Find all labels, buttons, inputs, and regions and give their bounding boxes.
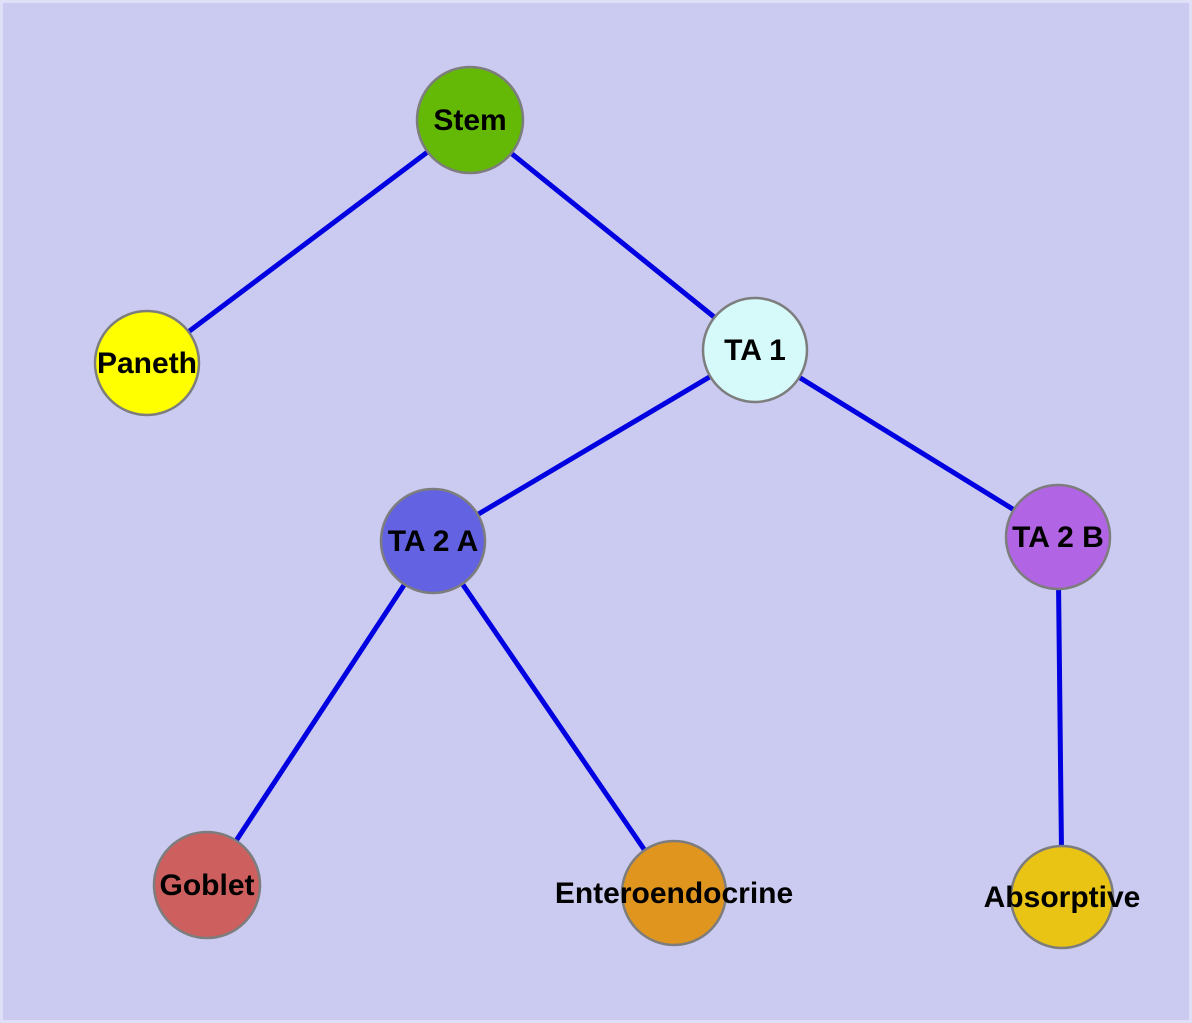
node-ta2a-circle [379,487,487,595]
node-absorptive-circle [1009,844,1115,950]
lineage-diagram: Stem Paneth TA 1 TA 2 A TA 2 B Goblet En… [93,65,1141,950]
node-paneth-circle [93,309,201,417]
edge-ta2a-goblet [204,538,436,888]
edge-ta2b-absorptive [1055,534,1065,900]
node-enteroendocrine-circle [620,839,728,947]
node-enteroendocrine-label: Enteroendocrine [555,877,793,910]
node-stem-circle [415,65,525,175]
node-ta1-circle [701,296,809,404]
node-ta2b-circle [1004,483,1112,591]
node-paneth-label: Paneth [97,347,197,380]
node-ta1-label: TA 1 [724,334,786,367]
node-enteroendocrine: Enteroendocrine [555,839,793,947]
edge-stem-paneth [144,117,473,366]
edge-stem-ta1 [467,117,758,353]
node-ta2b: TA 2 B [1004,483,1112,591]
node-ta1: TA 1 [701,296,809,404]
edge-ta1-ta2b [752,347,1061,540]
node-goblet-circle [152,830,262,940]
node-ta2a: TA 2 A [379,487,487,595]
edge-ta1-ta2a [430,347,758,544]
node-goblet-label: Goblet [160,869,255,902]
node-ta2a-label: TA 2 A [388,525,479,558]
node-paneth: Paneth [93,309,201,417]
node-stem-label: Stem [433,104,506,137]
edge-group [144,117,1065,900]
node-absorptive: Absorptive [984,844,1141,950]
edge-ta2a-enteroendocrine [430,538,677,896]
node-goblet: Goblet [152,830,262,940]
node-absorptive-label: Absorptive [984,881,1141,914]
node-ta2b-label: TA 2 B [1012,521,1104,554]
node-stem: Stem [415,65,525,175]
